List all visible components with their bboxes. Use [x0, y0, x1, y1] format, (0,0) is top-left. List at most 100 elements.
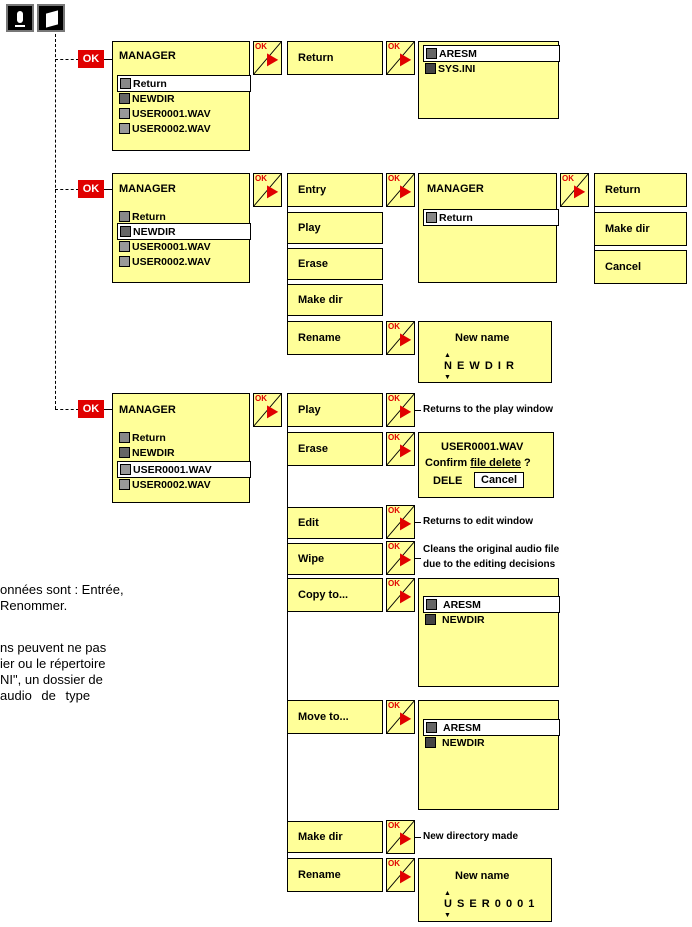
- rename-window: New name ▲ N E W D I R ▼: [418, 321, 552, 383]
- return-icon: [120, 78, 131, 89]
- ok-button[interactable]: OK: [78, 50, 104, 68]
- ok-arrow-icon: OK: [386, 41, 415, 75]
- copy-destination-window: ARESM NEWDIR: [418, 578, 560, 687]
- folder-icon: [426, 48, 437, 59]
- list-item[interactable]: NEWDIR: [425, 612, 485, 627]
- folder-icon: [425, 737, 436, 748]
- list-item[interactable]: Return: [423, 209, 559, 226]
- ok-arrow-icon: OK: [386, 820, 415, 854]
- return-icon: [426, 212, 437, 223]
- up-arrow-icon: ▲: [444, 352, 451, 359]
- list-item[interactable]: Return: [117, 75, 251, 92]
- ok-arrow-icon: OK: [386, 173, 415, 207]
- ok-arrow-icon: OK: [386, 700, 415, 734]
- audio-file-icon: [119, 123, 130, 134]
- list-item[interactable]: USER0001.WAV: [119, 239, 211, 254]
- return-button[interactable]: Return: [287, 41, 383, 75]
- play-button[interactable]: Play: [287, 393, 383, 427]
- cancel-button[interactable]: Cancel: [594, 250, 687, 284]
- folder-icon: [119, 447, 130, 458]
- ok-arrow-icon: OK: [253, 173, 282, 207]
- rename-window: New name ▲ U S E R 0 0 0 1 ▼: [418, 858, 552, 922]
- window-title: MANAGER: [427, 183, 484, 195]
- wipe-button[interactable]: Wipe: [287, 543, 383, 575]
- list-item[interactable]: ARESM: [423, 719, 560, 736]
- files-tab[interactable]: [37, 4, 65, 32]
- list-item[interactable]: Return: [119, 430, 166, 445]
- ok-button[interactable]: OK: [78, 180, 104, 198]
- audio-file-icon: [119, 241, 130, 252]
- ok-arrow-icon: OK: [386, 541, 415, 575]
- folder-icon: [120, 226, 131, 237]
- list-item[interactable]: USER0001.WAV: [119, 106, 211, 121]
- file-icon: [425, 63, 436, 74]
- list-item[interactable]: NEWDIR: [425, 735, 485, 750]
- window-title: MANAGER: [119, 183, 176, 195]
- down-arrow-icon: ▼: [444, 912, 451, 919]
- make-dir-button[interactable]: Make dir: [594, 212, 687, 246]
- list-item[interactable]: NEWDIR: [119, 445, 175, 460]
- body-text: ns peuvent ne pas: [0, 640, 107, 655]
- voice-tab[interactable]: [6, 4, 34, 32]
- folder-list-window: ARESM SYS.INI: [418, 41, 560, 119]
- makedir-result-text: New directory made: [423, 831, 519, 842]
- erase-confirm-window: USER0001.WAV Confirm file delete ? DELE …: [418, 432, 554, 498]
- rename-button[interactable]: Rename: [287, 321, 383, 355]
- rename-title: New name: [455, 332, 510, 344]
- list-item[interactable]: USER0001.WAV: [117, 461, 251, 478]
- list-item[interactable]: NEWDIR: [117, 223, 251, 240]
- body-text: audio de type: [0, 688, 91, 703]
- audio-file-icon: [119, 256, 130, 267]
- folder-icon: [425, 614, 436, 625]
- window-title: MANAGER: [119, 404, 176, 416]
- window-title: MANAGER: [119, 50, 176, 62]
- entry-button[interactable]: Entry: [287, 173, 383, 207]
- return-icon: [119, 211, 130, 222]
- manager-window: MANAGER Return NEWDIR USER0001.WAV USER0…: [112, 393, 251, 503]
- book-icon: [46, 10, 58, 28]
- ok-arrow-icon: OK: [253, 41, 282, 75]
- body-text: NI", un dossier de: [0, 672, 103, 687]
- erase-file-name: USER0001.WAV: [441, 441, 524, 453]
- list-item[interactable]: USER0002.WAV: [119, 121, 211, 136]
- mic-icon: [17, 11, 23, 23]
- make-dir-button[interactable]: Make dir: [287, 284, 383, 316]
- list-item[interactable]: Return: [119, 209, 166, 224]
- copy-to-button[interactable]: Copy to...: [287, 578, 383, 612]
- list-item[interactable]: USER0002.WAV: [119, 254, 211, 269]
- list-item[interactable]: ARESM: [423, 45, 560, 62]
- rename-title: New name: [455, 870, 510, 882]
- audio-file-icon: [120, 464, 131, 475]
- erase-confirm-text: Confirm file delete ?: [425, 457, 531, 469]
- ok-arrow-icon: OK: [386, 432, 415, 466]
- ok-arrow-icon: OK: [253, 393, 282, 427]
- rename-value[interactable]: U S E R 0 0 0 1: [444, 898, 536, 910]
- audio-file-icon: [119, 479, 130, 490]
- audio-file-icon: [119, 108, 130, 119]
- play-button[interactable]: Play: [287, 212, 383, 244]
- make-dir-button[interactable]: Make dir: [287, 821, 383, 853]
- play-result-text: Returns to the play window: [423, 404, 554, 415]
- list-item[interactable]: USER0002.WAV: [119, 477, 211, 492]
- delete-option[interactable]: DELE: [433, 475, 463, 487]
- down-arrow-icon: ▼: [444, 374, 451, 381]
- edit-result-text: Returns to edit window: [423, 516, 533, 527]
- list-item[interactable]: SYS.INI: [425, 61, 475, 76]
- wipe-result-text: due to the editing decisions: [423, 559, 556, 570]
- rename-value[interactable]: N E W D I R: [444, 360, 515, 372]
- cancel-option[interactable]: Cancel: [474, 472, 525, 488]
- folder-open-icon: [426, 722, 437, 733]
- rename-button[interactable]: Rename: [287, 858, 383, 892]
- ok-arrow-icon: OK: [386, 321, 415, 355]
- move-to-button[interactable]: Move to...: [287, 700, 383, 734]
- erase-button[interactable]: Erase: [287, 432, 383, 466]
- ok-button[interactable]: OK: [78, 400, 104, 418]
- edit-button[interactable]: Edit: [287, 507, 383, 539]
- return-button[interactable]: Return: [594, 173, 687, 207]
- entry-manager-window: MANAGER Return: [418, 173, 559, 283]
- list-item[interactable]: NEWDIR: [119, 91, 175, 106]
- list-item[interactable]: ARESM: [423, 596, 560, 613]
- body-text: onnées sont : Entrée,: [0, 582, 124, 597]
- ok-arrow-icon: OK: [386, 858, 415, 892]
- erase-button[interactable]: Erase: [287, 248, 383, 280]
